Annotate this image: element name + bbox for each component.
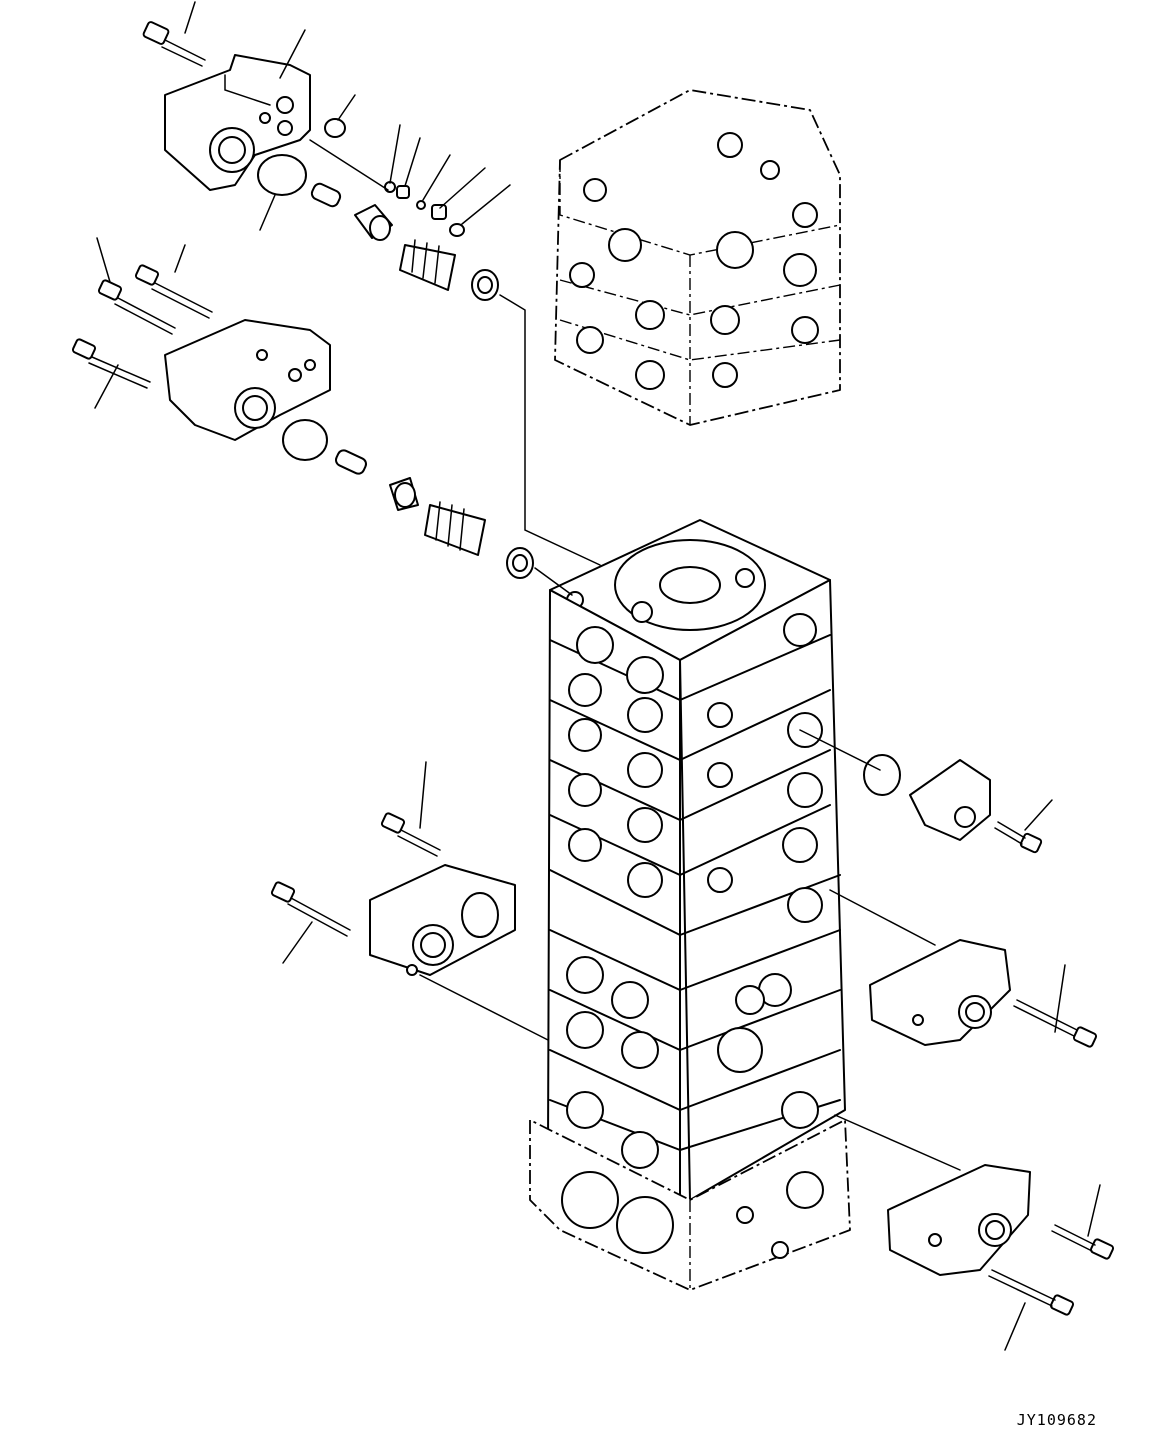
upper-section-cap: [164, 54, 311, 191]
leader-lines: [94, 1, 1101, 1351]
left-middle-cap: [369, 864, 516, 976]
upper-small-fittings: [384, 181, 465, 237]
main-valve-stack: [529, 519, 851, 1291]
lower-o-ring-large: [282, 419, 328, 461]
left-middle-bolts: [270, 812, 441, 937]
drawing-code: JY109682: [1016, 1411, 1097, 1429]
upper-cap-bolt: [142, 21, 206, 67]
lower-cap-bolts: [71, 264, 213, 389]
upper-o-ring-small: [324, 118, 346, 138]
right-lower-cap: [887, 1164, 1115, 1316]
lower-section-cap: [164, 319, 331, 441]
upper-o-ring-large: [257, 154, 307, 196]
upper-spool-parts: [310, 182, 499, 301]
right-middle-cap: [869, 939, 1098, 1048]
right-upper-cap: [863, 754, 1043, 854]
lower-spool-parts: [334, 449, 534, 579]
upper-valve-block: [554, 89, 841, 426]
